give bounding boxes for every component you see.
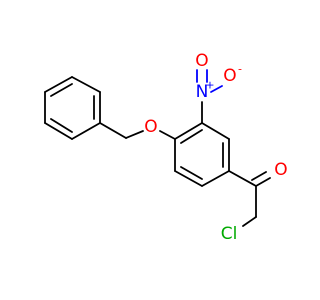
ether-oxygen-label: O: [144, 117, 157, 137]
chloroacetyl-chain: [228, 170, 271, 227]
nitro-nitrogen-charge: +: [205, 79, 214, 92]
benzyl-phenyl-ring: [44, 76, 101, 140]
benzyl-ether-linkage: [99, 122, 176, 140]
nitro-oxygen-right-label: O: [223, 66, 236, 86]
nitro-oxygen-right-charge: -: [238, 63, 242, 76]
nitro-nitrogen-label: N: [196, 82, 209, 102]
central-benzene-ring: [174, 122, 230, 187]
chlorine-label: Cl: [221, 224, 238, 244]
ketone-oxygen-label: O: [274, 160, 287, 180]
nitro-group-bonds: [196, 69, 223, 124]
nitro-oxygen-top-label: O: [195, 51, 208, 71]
structure-diagram: O N + O O - O Cl: [44, 51, 288, 244]
